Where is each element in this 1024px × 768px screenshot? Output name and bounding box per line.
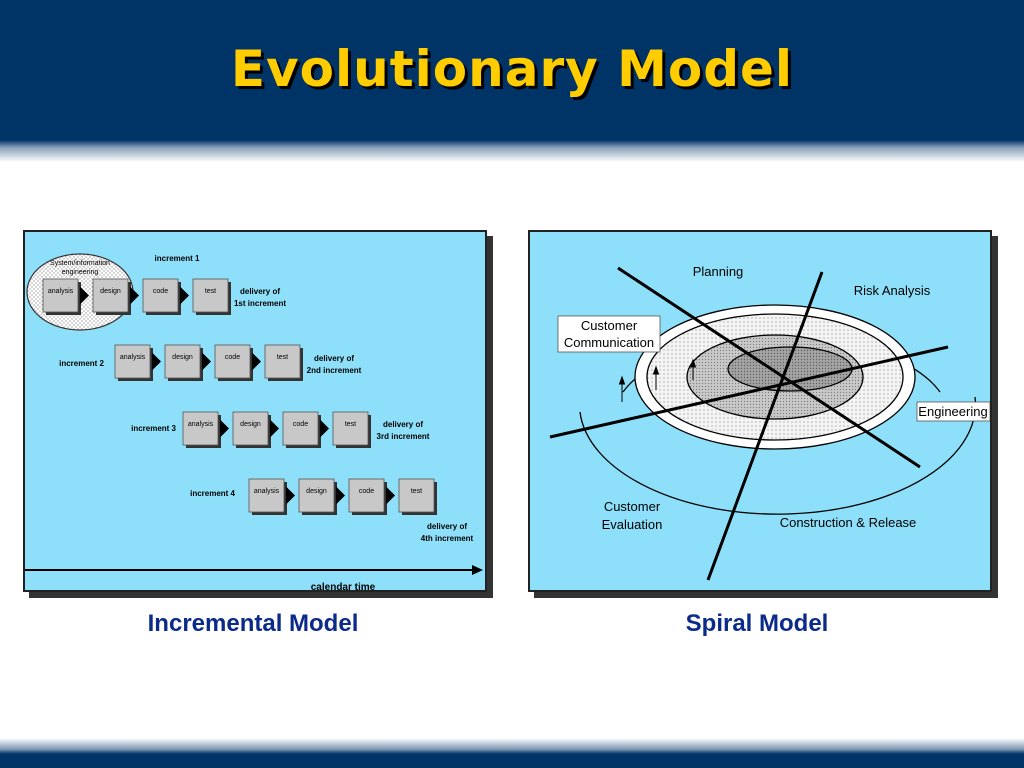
stage-label: code	[153, 288, 168, 295]
increment-label: increment 2	[59, 359, 104, 368]
stage-label: design	[172, 354, 193, 361]
stage-box	[398, 478, 435, 513]
delivery-label: 3rd increment	[377, 432, 430, 441]
stage-arrow	[202, 352, 211, 371]
construction-release-label: Construction & Release	[780, 515, 917, 530]
stage-label: analysis	[188, 421, 214, 428]
increment-label: increment 3	[131, 424, 176, 433]
spiral-direction-arrows	[618, 358, 697, 402]
spiral-axis-horizontal	[549, 345, 949, 439]
stage-label: test	[277, 354, 288, 361]
stage-box	[232, 411, 269, 446]
stage-box	[182, 411, 219, 446]
customer-communication-line1: Customer	[581, 318, 638, 333]
stage-box	[248, 478, 285, 513]
delivery-label: 1st increment	[234, 299, 286, 308]
stage-box	[92, 278, 129, 313]
spiral-axis-diagonal	[617, 266, 921, 469]
stage-box	[114, 344, 151, 379]
stage-arrow	[220, 419, 229, 438]
stage-arrow	[286, 486, 295, 505]
delivery-label: 2nd increment	[307, 366, 362, 375]
calendar-axis-arrowhead	[472, 565, 483, 575]
delivery-label: delivery of	[427, 522, 467, 531]
spiral-axis-vertical	[706, 271, 824, 581]
customer-communication-box	[557, 315, 661, 353]
footer-bar	[0, 754, 1024, 768]
stage-arrow	[336, 486, 345, 505]
increment-row: increment 2 analysis design code test deliver…	[59, 344, 362, 381]
stage-arrow	[270, 419, 279, 438]
customer-evaluation-line1: Customer	[604, 499, 661, 514]
slide-title: Evolutionary Model	[230, 40, 794, 98]
delivery-label: delivery of	[383, 420, 423, 429]
incremental-model-caption: Incremental Model	[147, 610, 359, 637]
stage-label: design	[306, 488, 327, 495]
stage-box	[282, 411, 319, 446]
increment-label: increment 4	[190, 489, 235, 498]
stage-label: code	[359, 488, 374, 495]
delivery-label: delivery of	[314, 354, 354, 363]
stage-label: test	[345, 421, 356, 428]
stage-label: test	[411, 488, 422, 495]
stage-label: analysis	[48, 288, 74, 295]
incremental-model-panel: System/information engineering increment…	[23, 230, 487, 592]
planning-label: Planning	[693, 264, 744, 279]
spiral-model-caption: Spiral Model	[685, 610, 829, 637]
risk-analysis-label: Risk Analysis	[854, 283, 931, 298]
stage-arrow	[152, 352, 161, 371]
stage-arrow	[252, 352, 261, 371]
stage-box	[192, 278, 229, 313]
stage-label: design	[240, 421, 261, 428]
stage-box	[264, 344, 301, 379]
title-bar	[0, 0, 1024, 140]
stage-label: code	[293, 421, 308, 428]
stage-label: test	[205, 288, 216, 295]
stage-box	[332, 411, 369, 446]
stage-label: code	[225, 354, 240, 361]
increment-row: increment 4 analysis design code test deliver…	[190, 478, 474, 543]
spiral-model-panel: Planning Risk Analysis Customer Communic…	[528, 230, 992, 592]
increment-row: increment 3 analysis design code test deliver…	[131, 411, 430, 448]
spiral-outer-arc-bottom	[579, 396, 977, 515]
system-label-line1: System/information	[50, 260, 110, 267]
delivery-label: delivery of	[240, 287, 280, 296]
incremental-diagram: System/information engineering increment…	[25, 253, 483, 590]
engineering-box	[916, 401, 990, 422]
increment-label: increment 1	[155, 254, 200, 263]
customer-communication-line2: Communication	[564, 335, 654, 350]
stage-box	[214, 344, 251, 379]
stage-box	[42, 278, 79, 313]
stage-box	[348, 478, 385, 513]
stage-box	[142, 278, 179, 313]
spiral-diagram: Planning Risk Analysis Customer Communic…	[549, 264, 990, 581]
engineering-label: Engineering	[918, 404, 987, 419]
stage-arrow	[320, 419, 329, 438]
calendar-time-label: calendar time	[311, 582, 376, 590]
stage-label: analysis	[120, 354, 146, 361]
stage-label: design	[100, 288, 121, 295]
delivery-label: 4th increment	[421, 534, 474, 543]
increment-row: increment 1 analysis design code test deliver…	[42, 254, 286, 315]
stage-arrow	[80, 286, 89, 305]
stage-arrow	[386, 486, 395, 505]
system-label-line2: engineering	[62, 269, 99, 276]
increment-rows: increment 1 analysis design code test deliver…	[42, 254, 474, 543]
footer-bar-fade	[0, 738, 1024, 754]
stage-box	[298, 478, 335, 513]
stage-arrow	[130, 286, 139, 305]
stage-box	[164, 344, 201, 379]
stage-label: analysis	[254, 488, 280, 495]
stage-arrow	[180, 286, 189, 305]
title-bar-fade	[0, 140, 1024, 162]
customer-evaluation-line2: Evaluation	[602, 517, 663, 532]
